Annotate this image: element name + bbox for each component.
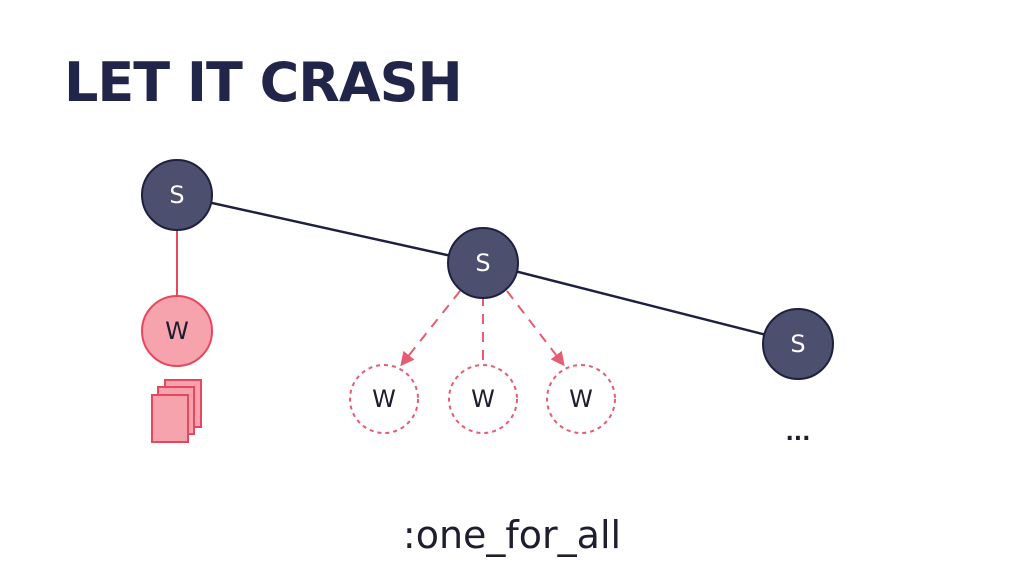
supervisor-node-2-label: S (475, 249, 490, 277)
restarting-worker-3: W (546, 364, 616, 434)
supervisor-link-1-2 (175, 193, 484, 265)
restarting-worker-1-label: W (372, 385, 396, 413)
restart-arrow-right (506, 290, 565, 367)
supervisor-node-1-label: S (169, 181, 184, 209)
restart-arrow-left (400, 290, 461, 367)
restarting-worker-1: W (349, 364, 419, 434)
supervisor-node-2: S (447, 227, 519, 299)
restarting-worker-2: W (448, 364, 518, 434)
restarting-worker-2-label: W (471, 385, 495, 413)
restarting-worker-3-label: W (569, 385, 593, 413)
crashed-worker-label: W (165, 317, 189, 345)
supervisor-node-3: S (762, 308, 834, 380)
slide-title: LET IT CRASH (64, 51, 463, 114)
supervisor-link-2-3 (482, 261, 799, 345)
stacked-documents-icon (151, 379, 202, 443)
supervisor-node-3-label: S (790, 330, 805, 358)
crashed-worker-node: W (141, 295, 213, 367)
ellipsis-text: ... (785, 421, 810, 446)
supervisor-node-1: S (141, 159, 213, 231)
strategy-caption: :one_for_all (402, 513, 622, 557)
